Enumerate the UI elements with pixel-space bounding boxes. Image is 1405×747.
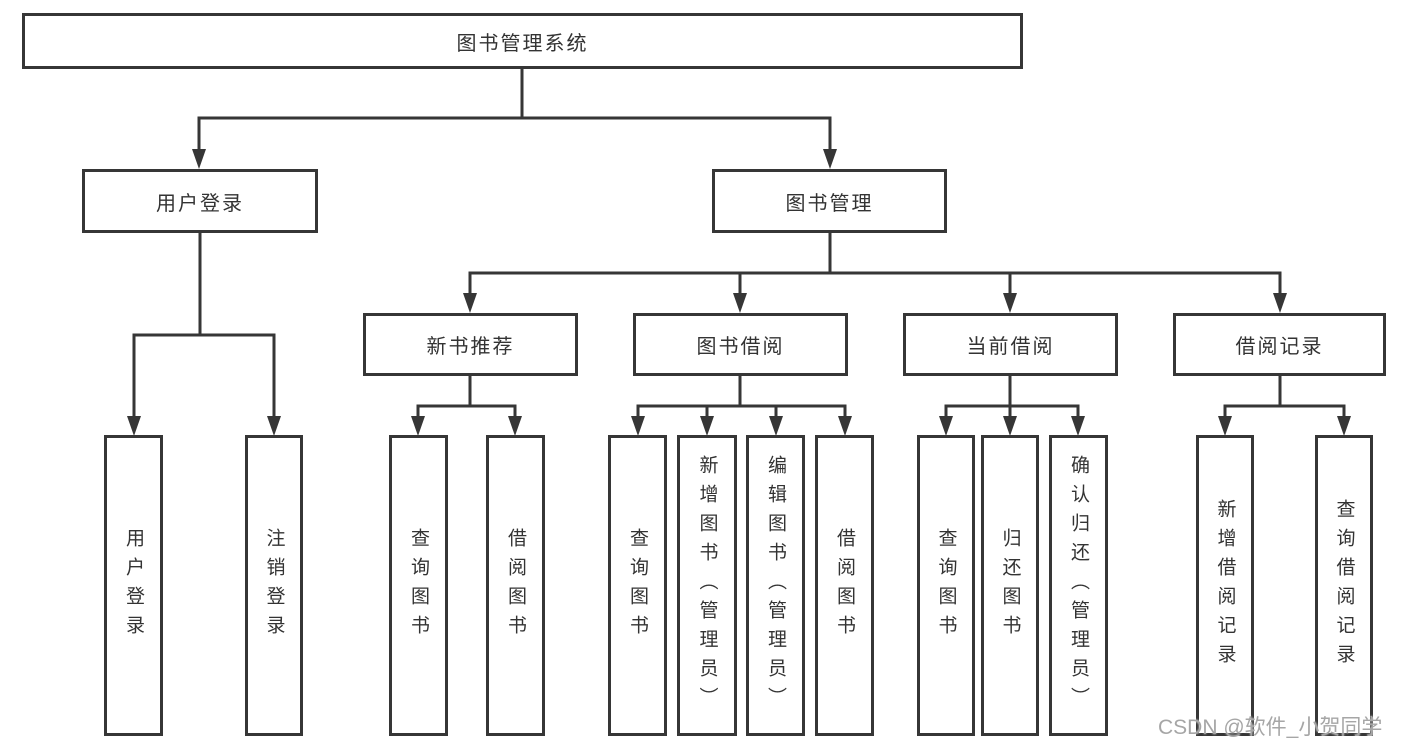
arrowhead — [939, 416, 953, 436]
leaf-logout: 注销登录 — [245, 435, 303, 736]
node-book-management: 图书管理 — [712, 169, 947, 233]
arrowhead — [700, 416, 714, 436]
leaf-borrow-books-recommend: 借阅图书 — [486, 435, 545, 736]
arrowhead — [192, 149, 206, 169]
leaf-query-books-borrowing: 查询图书 — [608, 435, 667, 736]
leaf-query-books-recommend: 查询图书 — [389, 435, 448, 736]
leaf-return-books: 归还图书 — [981, 435, 1039, 736]
arrowhead — [127, 416, 141, 436]
leaf-label: 用户登录 — [123, 527, 144, 644]
arrowhead — [1337, 416, 1351, 436]
leaf-label: 注销登录 — [263, 527, 285, 644]
leaf-label: 归还图书 — [999, 527, 1021, 644]
connector-borrowing-branch — [636, 404, 847, 420]
csdn-watermark: CSDN @软件_小贺同学 — [1158, 716, 1383, 739]
connector-book-mgmt-branch — [468, 271, 1282, 297]
connector-user-login-branch — [132, 333, 276, 420]
leaf-label: 查询图书 — [408, 527, 429, 644]
leaf-label: 编辑图书（管理员） — [765, 455, 786, 716]
leaf-label: 查询图书 — [627, 527, 648, 644]
arrowhead — [1003, 293, 1017, 313]
arrowhead — [823, 149, 837, 169]
node-borrowing-records: 借阅记录 — [1173, 313, 1386, 376]
node-current-borrowing: 当前借阅 — [903, 313, 1118, 376]
leaf-label: 查询借阅记录 — [1333, 498, 1355, 673]
leaf-label: 借阅图书 — [834, 527, 855, 644]
leaf-label: 新增图书（管理员） — [696, 455, 718, 716]
arrowhead — [411, 416, 425, 436]
leaf-borrow-books-borrowing: 借阅图书 — [815, 435, 874, 736]
node-new-book-recommend: 新书推荐 — [363, 313, 578, 376]
leaf-label: 借阅图书 — [505, 527, 526, 644]
arrowhead — [1273, 293, 1287, 313]
leaf-user-login: 用户登录 — [104, 435, 163, 736]
arrowhead — [267, 416, 281, 436]
leaf-label: 新增借阅记录 — [1214, 498, 1236, 673]
connector-root-branch — [197, 116, 832, 153]
arrowhead — [1003, 416, 1017, 436]
arrowhead — [508, 416, 522, 436]
arrowhead — [838, 416, 852, 436]
arrowhead — [463, 293, 477, 313]
leaf-add-book-admin: 新增图书（管理员） — [677, 435, 737, 736]
leaf-edit-book-admin: 编辑图书（管理员） — [746, 435, 805, 736]
arrowhead — [733, 293, 747, 313]
leaf-label: 确认归还（管理员） — [1068, 455, 1089, 716]
node-user-login: 用户登录 — [82, 169, 318, 233]
leaf-query-books-current: 查询图书 — [917, 435, 975, 736]
leaf-query-borrow-record: 查询借阅记录 — [1315, 435, 1373, 736]
leaf-label: 查询图书 — [935, 527, 957, 644]
node-book-borrowing: 图书借阅 — [633, 313, 848, 376]
arrowhead — [631, 416, 645, 436]
leaf-confirm-return-admin: 确认归还（管理员） — [1049, 435, 1108, 736]
connector-records-branch — [1223, 404, 1346, 420]
connector-new-book-branch — [416, 404, 517, 420]
node-book-management-system: 图书管理系统 — [22, 13, 1023, 69]
arrowhead — [1071, 416, 1085, 436]
arrowhead — [1218, 416, 1232, 436]
leaf-add-borrow-record: 新增借阅记录 — [1196, 435, 1254, 736]
arrowhead — [769, 416, 783, 436]
